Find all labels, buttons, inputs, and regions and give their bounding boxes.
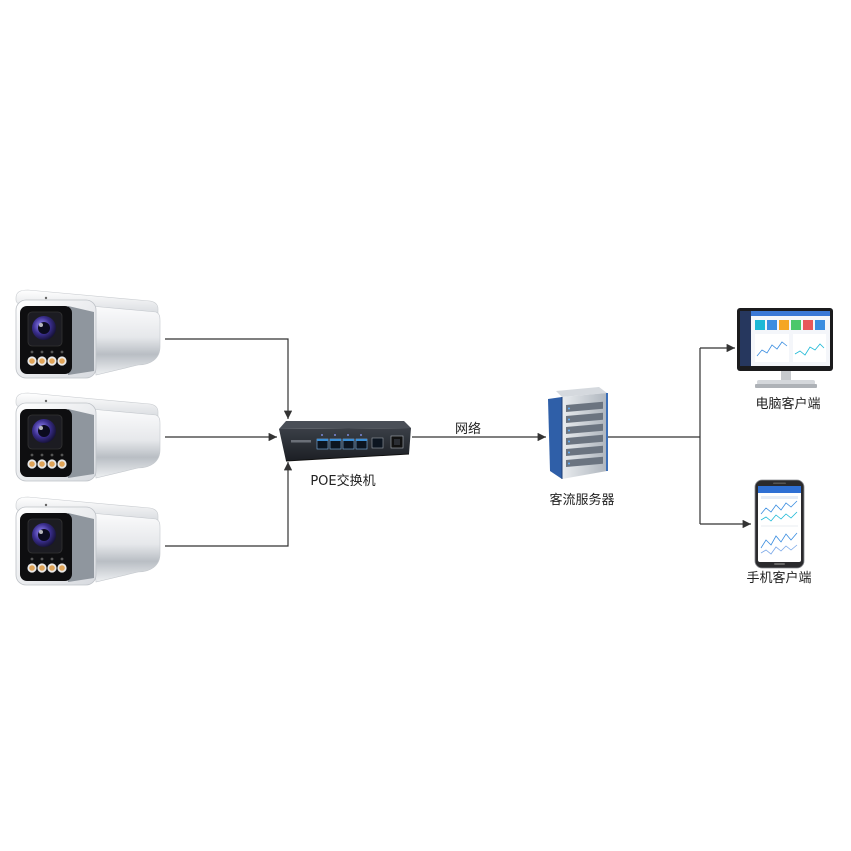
desktop-monitor-icon — [737, 308, 833, 388]
pc-client-label: 电脑客户端 — [755, 396, 820, 412]
network-link-label: 网络 — [455, 421, 481, 437]
poe-switch-icon — [279, 421, 411, 462]
server-icon — [548, 387, 608, 479]
bullet-camera-icon — [16, 393, 160, 481]
bullet-camera-icon — [16, 497, 160, 585]
smartphone-icon — [754, 479, 805, 569]
edge-camera-3-to-switch — [165, 462, 293, 547]
switch-label: POE交换机 — [310, 473, 375, 489]
server-label: 客流服务器 — [549, 492, 614, 508]
mobile-client-label: 手机客户端 — [746, 570, 811, 586]
bullet-camera-icon — [16, 290, 160, 378]
edge-camera-1-to-switch — [165, 338, 293, 419]
